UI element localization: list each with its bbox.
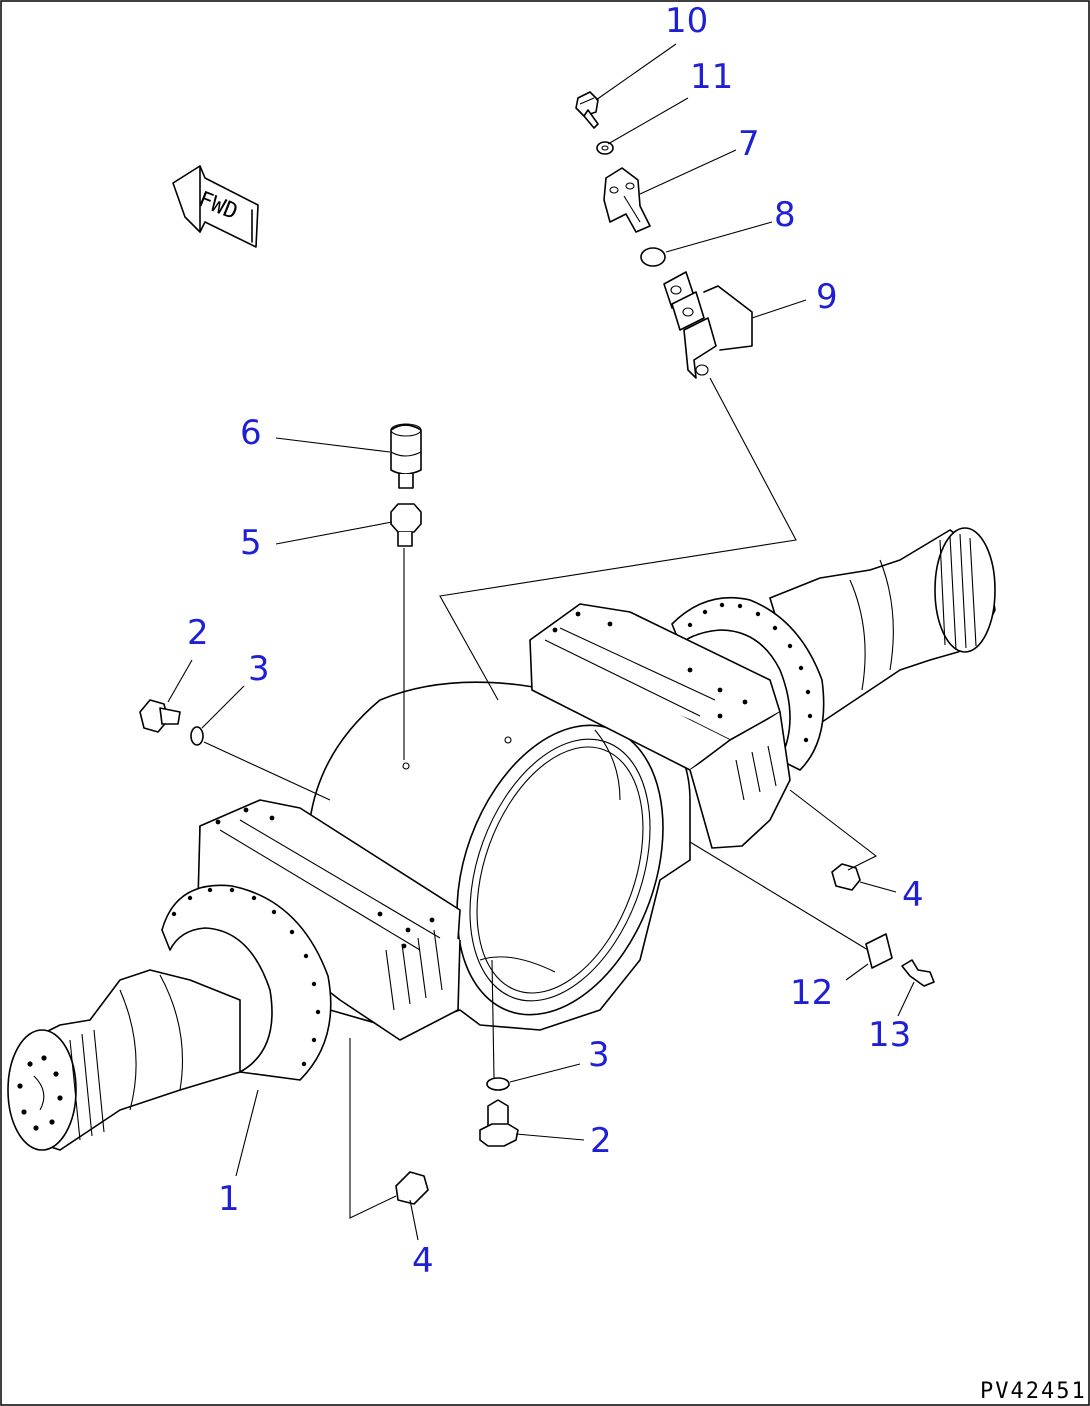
callout-3-upper: 3 [248,649,270,689]
part-10-bolt [575,91,599,129]
callout-7: 7 [738,124,760,164]
callout-6: 6 [240,413,262,453]
part-1-axle-housing [7,527,996,1151]
leader-lines [167,43,915,1241]
callout-2-lower: 2 [590,1121,612,1161]
part-8-oring [640,247,666,267]
part-3-washer-upper [190,726,204,746]
callout-9: 9 [816,277,838,317]
callout-8: 8 [774,195,796,235]
part-7-plate [603,167,651,233]
part-4-plug-right [831,863,861,891]
part-12-plate [865,933,893,969]
callout-5: 5 [240,523,262,563]
part-6-cap [390,423,422,489]
callout-4-right: 4 [902,875,924,915]
callout-4-lower: 4 [412,1241,434,1281]
callout-11: 11 [690,57,733,97]
callout-13: 13 [868,1015,911,1055]
part-2-bolt-lower [479,1099,519,1147]
part-4-plug-lower [395,1171,429,1205]
callout-3-lower: 3 [588,1035,610,1075]
drawing-id: PV42451 [980,1379,1087,1404]
part-2-bolt-upper [139,699,181,733]
fwd-direction-marker: FWD [172,165,259,248]
part-5-fitting [390,503,422,547]
part-9-shims [663,271,753,379]
part-13-screw [901,959,935,987]
callout-2-upper: 2 [187,613,209,653]
callout-10: 10 [665,1,708,41]
part-3-washer-lower [486,1077,510,1091]
callout-12: 12 [790,973,833,1013]
callout-1: 1 [218,1179,240,1219]
part-11-washer [596,141,614,155]
